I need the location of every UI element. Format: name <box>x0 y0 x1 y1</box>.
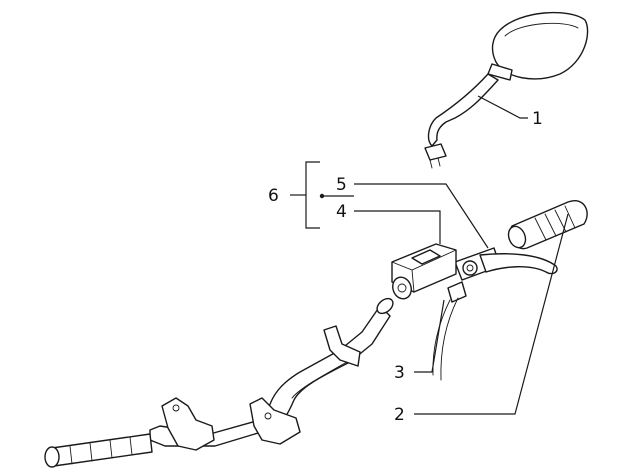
left-handgrip <box>44 433 153 468</box>
callout-3: 3 <box>394 363 405 383</box>
callout-4: 4 <box>336 202 347 222</box>
mounting-clamps <box>161 325 361 451</box>
leader-lines <box>290 95 569 415</box>
callout-6: 6 <box>268 186 279 206</box>
callout-5: 5 <box>336 175 347 195</box>
switch-housing <box>391 243 457 300</box>
right-handgrip <box>507 200 588 250</box>
brake-lever <box>454 247 558 281</box>
callout-2: 2 <box>394 405 405 425</box>
callout-1: 1 <box>532 109 543 129</box>
brake-cable <box>432 281 467 381</box>
rear-view-mirror <box>424 11 589 169</box>
